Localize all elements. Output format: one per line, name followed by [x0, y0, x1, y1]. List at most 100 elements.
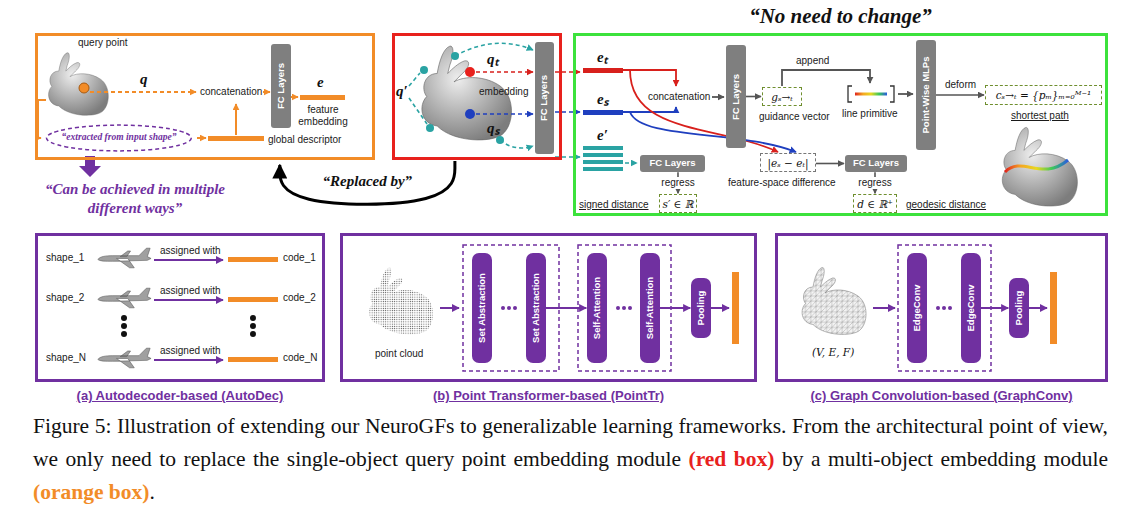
point-transformer-panel: (b) Point Transformer-based (PointTr)poi…	[340, 233, 757, 382]
ellipse-outline	[47, 125, 192, 151]
feature-bar	[583, 153, 623, 157]
orange-arrow	[291, 96, 298, 98]
node-text: q′	[396, 82, 408, 100]
node-text: line primitive	[842, 108, 898, 120]
pooling-box: Pooling	[691, 278, 710, 338]
edge-label: deform	[943, 79, 978, 91]
box-label: EdgeConv	[965, 285, 976, 332]
node-text: assigned with	[160, 245, 221, 257]
point-cloud-bunny	[369, 267, 433, 334]
layer-group	[463, 245, 559, 371]
caption-part: by a multi-object embedding module	[774, 447, 1108, 471]
box-label: gₛ→ₜ	[771, 90, 793, 103]
box-label: Self-Attention	[591, 277, 602, 339]
latent-code-bar	[228, 297, 278, 302]
edge-label: regress	[856, 177, 893, 189]
shortest-path-bunny	[1002, 127, 1077, 206]
pipeline-arrow	[1029, 307, 1047, 309]
assign-arrow	[154, 259, 223, 261]
query-arrow	[409, 43, 637, 163]
layer-group	[463, 245, 991, 371]
ellipsis-dots	[622, 306, 626, 310]
node-text: geodesic distance	[906, 199, 986, 211]
ellipsis-dots	[250, 315, 256, 321]
node-text: append	[796, 55, 829, 67]
node-text: “No need to change”	[573, 4, 1108, 29]
node-text: e′	[597, 126, 608, 144]
node-text: code_1	[283, 252, 316, 264]
caption-part: (red box)	[688, 447, 774, 471]
box-label: Pooling	[1013, 291, 1024, 326]
ellipsis-dots	[121, 315, 256, 337]
box-label: FC Layers	[275, 63, 286, 109]
set-abstraction-box: Set Abstraction	[472, 253, 491, 363]
feature-bar	[583, 146, 623, 150]
line-primitive	[848, 86, 894, 102]
ellipsis-dots	[121, 331, 127, 337]
query-bunny	[79, 83, 89, 93]
signed-distance-box: s′ ∈ ℝsigned distance	[659, 194, 698, 213]
feature-wire	[712, 96, 724, 98]
connector-arrow	[746, 96, 761, 98]
node-text: concatenation	[648, 91, 710, 103]
query-arrow	[476, 113, 533, 115]
ellipsis-dots	[121, 315, 127, 321]
ellipsis-dots	[948, 306, 952, 310]
ellipsis-dots	[616, 306, 620, 310]
pipeline-arrow	[711, 307, 729, 309]
node-text: (a) Autodecoder-based (AutoDec)	[35, 388, 325, 404]
global-code-bar	[732, 272, 739, 344]
node-text: global descriptor	[268, 134, 341, 146]
pipeline-arrow	[440, 307, 459, 309]
query-bunny	[49, 53, 109, 116]
node-text: shape_N	[46, 352, 86, 364]
node-text: q	[140, 70, 148, 88]
box-label: s′ ∈ ℝ	[663, 197, 694, 210]
geodesic-distance-box: d ∈ ℝ⁺geodesic distance	[853, 194, 896, 213]
figure-caption: Figure 5: Illustration of extending our …	[33, 410, 1108, 509]
downstream-module-box: “No need to change”eₜeₛe′concatenationap…	[573, 33, 1108, 216]
node-text: eₛ	[597, 90, 609, 108]
query-bunny	[420, 66, 428, 74]
node-text: guidance vector	[759, 111, 830, 123]
box-label: Pooling	[695, 291, 706, 326]
box-label: Set Abstraction	[530, 273, 541, 343]
node-text: code_2	[283, 292, 316, 304]
global-code-bar	[1050, 272, 1057, 344]
airplane-shape	[98, 348, 151, 368]
global-code-bar	[732, 272, 1057, 344]
assign-arrow	[154, 299, 223, 301]
node-text: (b) Point Transformer-based (PointTr)	[340, 388, 757, 404]
node-text: qₜ	[487, 50, 499, 68]
airplane-shape	[98, 248, 151, 368]
fc-layers-box: FC Layers	[845, 155, 907, 172]
query-arrow	[625, 162, 637, 164]
box-label: d ∈ ℝ⁺	[857, 197, 892, 210]
feature-wire	[782, 70, 870, 86]
embedding-module-box: query pointqconcatenationefeature embedd…	[35, 33, 375, 160]
ellipsis-dots	[501, 306, 952, 310]
box-label: cₛ→ₜ = {pₘ}ₘ₌₀ᴹ⁻¹	[996, 89, 1092, 102]
feature-bar	[583, 110, 623, 115]
node-text: qₛ	[487, 119, 500, 137]
node-text: shape_1	[46, 252, 84, 264]
connector-arrow	[660, 307, 691, 309]
line-primitive	[848, 86, 894, 102]
self-attention-box: Self-Attention	[587, 253, 606, 363]
node-text: assigned with	[160, 285, 221, 297]
fc-layers-box: FC Layers	[535, 42, 554, 154]
ellipsis-dots	[250, 331, 256, 337]
box-label: Point-Wise MLPs	[920, 57, 931, 134]
airplane-shape	[98, 288, 151, 308]
latent-code-bar	[228, 357, 278, 362]
autodecoder-panel: (a) Autodecoder-based (AutoDec)shape_1as…	[35, 233, 325, 382]
node-text: (c) Graph Convolution-based (GraphConv)	[775, 388, 1108, 404]
edgeconv-box: EdgeConv	[961, 253, 980, 363]
orange-arrow	[197, 137, 206, 139]
box-label: “extracted from input shape”	[62, 132, 177, 143]
edge-label: regress	[659, 177, 696, 189]
connector-arrow	[816, 163, 844, 165]
node-text: concatenation	[200, 86, 262, 98]
box-label: FC Layers	[650, 158, 696, 169]
